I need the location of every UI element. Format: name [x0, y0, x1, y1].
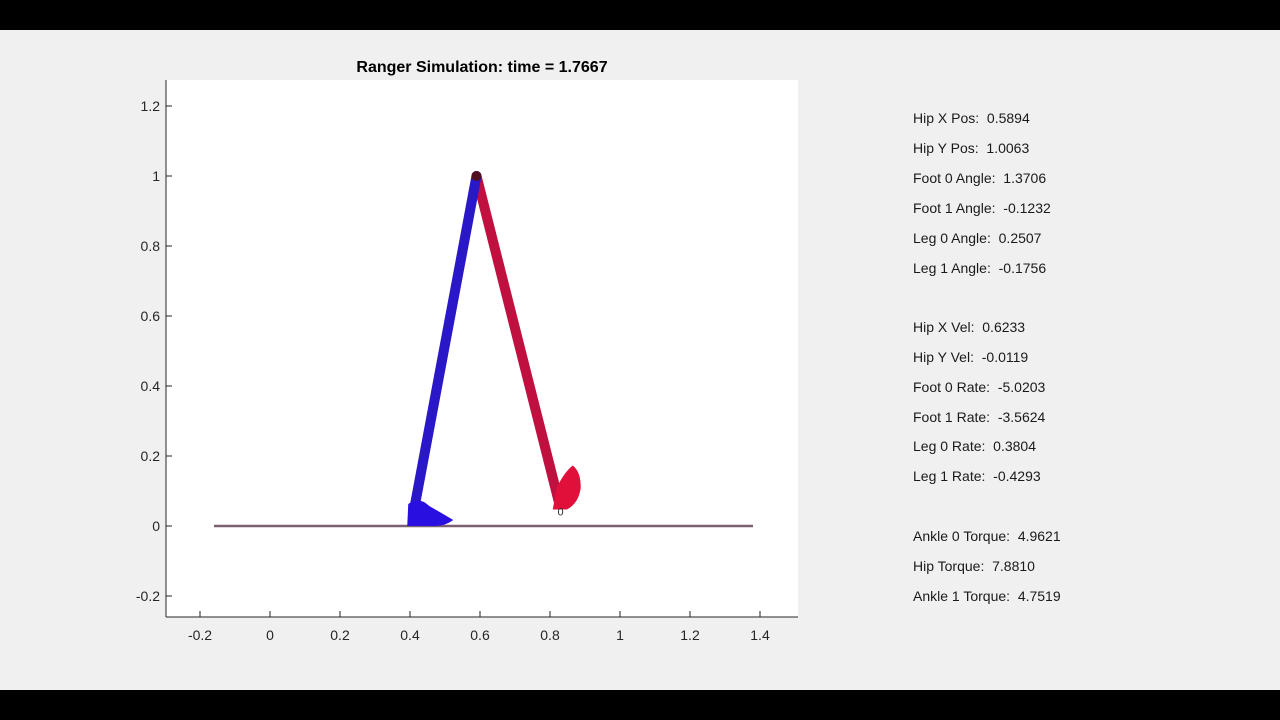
- readout-value: -3.5624: [997, 409, 1046, 425]
- readout-value: -0.0119: [981, 349, 1029, 365]
- readout-value: 4.7519: [1017, 588, 1061, 604]
- readout-label: Hip X Pos:: [913, 110, 980, 126]
- x-tick-label: 0.6: [470, 627, 490, 643]
- x-tick-label: 0: [266, 627, 274, 643]
- readout-value: -5.0203: [997, 379, 1046, 395]
- x-tick-label: 0.2: [330, 627, 350, 643]
- readout-line: Hip X Pos: 0.5894: [913, 110, 1030, 126]
- readout-line: Hip X Vel: 0.6233: [913, 319, 1025, 335]
- foot-1-shape: [552, 465, 581, 510]
- y-tick-label: 0.4: [141, 378, 161, 394]
- readout-value: 1.3706: [1003, 170, 1047, 186]
- readout-label: Ankle 0 Torque:: [913, 528, 1011, 544]
- readout-line: Ankle 0 Torque: 4.9621: [913, 528, 1061, 544]
- y-tick-label: 0.2: [141, 448, 161, 464]
- x-tick-label: 1.4: [750, 627, 770, 643]
- readout-line: Foot 0 Angle: 1.3706: [913, 170, 1046, 186]
- foot-index-label: 0: [557, 507, 563, 519]
- readout-label: Leg 1 Rate:: [913, 468, 986, 484]
- y-tick-label: 1.2: [141, 98, 161, 114]
- y-tick-label: 0: [152, 518, 160, 534]
- readout-value: 1.0063: [986, 140, 1030, 156]
- readout-value: 0.3804: [993, 438, 1036, 454]
- readout-line: Leg 0 Angle: 0.2507: [913, 230, 1041, 246]
- readout-line: Foot 1 Rate: -3.5624: [913, 409, 1045, 425]
- readout-value: 0.6233: [982, 319, 1026, 335]
- readout-line: Hip Torque: 7.8810: [913, 558, 1035, 574]
- x-tick-label: 0.8: [540, 627, 560, 643]
- readout-value: 0.5894: [986, 110, 1030, 126]
- x-tick-label: 0.4: [400, 627, 420, 643]
- readout-label: Hip Y Vel:: [913, 349, 974, 365]
- y-tick-label: -0.2: [136, 588, 160, 604]
- leg-0-series: [410, 171, 482, 509]
- axes-background: [166, 80, 798, 617]
- readout-value: 0.2507: [998, 230, 1042, 246]
- readout-label: Leg 0 Angle:: [913, 230, 991, 246]
- simulation-chart: Ranger Simulation: time = 1.7667 -0.2 0 0.…: [136, 59, 798, 643]
- readout-line: Ankle 1 Torque: 4.7519: [913, 588, 1061, 604]
- readout-label: Ankle 1 Torque:: [913, 588, 1011, 604]
- y-tick-label: 0.8: [141, 238, 161, 254]
- readout-label: Hip X Vel:: [913, 319, 975, 335]
- readout-line: Foot 1 Angle: -0.1232: [913, 200, 1051, 216]
- y-tick-label: 1: [152, 168, 160, 184]
- readout-label: Foot 0 Angle:: [913, 170, 996, 186]
- readout-line: Leg 0 Rate: 0.3804: [913, 438, 1036, 454]
- readout-label: Hip Y Pos:: [913, 140, 979, 156]
- foot-0-shape: [407, 500, 454, 526]
- leg-1-series: [471, 171, 564, 507]
- readout-value: 7.8810: [992, 558, 1035, 574]
- readout-line: Leg 1 Angle: -0.1756: [913, 260, 1046, 276]
- readout-line: Foot 0 Rate: -5.0203: [913, 379, 1045, 395]
- readout-label: Leg 1 Angle:: [913, 260, 991, 276]
- readout-label: Foot 0 Rate:: [913, 379, 991, 395]
- x-tick-label: -0.2: [188, 627, 212, 643]
- readout-value: 4.9621: [1017, 528, 1061, 544]
- readout-value: -0.1232: [1003, 200, 1051, 216]
- readout-label: Hip Torque:: [913, 558, 985, 574]
- readout-line: Hip Y Pos: 1.0063: [913, 140, 1029, 156]
- figure-window: Ranger Simulation: time = 1.7667 -0.2 0 0.…: [0, 30, 1280, 690]
- y-tick-label: 0.6: [141, 308, 161, 324]
- readout-label: Leg 0 Rate:: [913, 438, 986, 454]
- x-tick-label: 1.2: [680, 627, 700, 643]
- readout-line: Hip Y Vel: -0.0119: [913, 349, 1028, 365]
- readout-value: -0.4293: [993, 468, 1041, 484]
- readout-label: Foot 1 Angle:: [913, 200, 996, 216]
- readout-label: Foot 1 Rate:: [913, 409, 991, 425]
- chart-title: Ranger Simulation: time = 1.7667: [356, 59, 607, 76]
- x-tick-label: 1: [616, 627, 624, 643]
- hip-joint-marker: [471, 171, 482, 181]
- readout-value: -0.1756: [998, 260, 1047, 276]
- readout-line: Leg 1 Rate: -0.4293: [913, 468, 1041, 484]
